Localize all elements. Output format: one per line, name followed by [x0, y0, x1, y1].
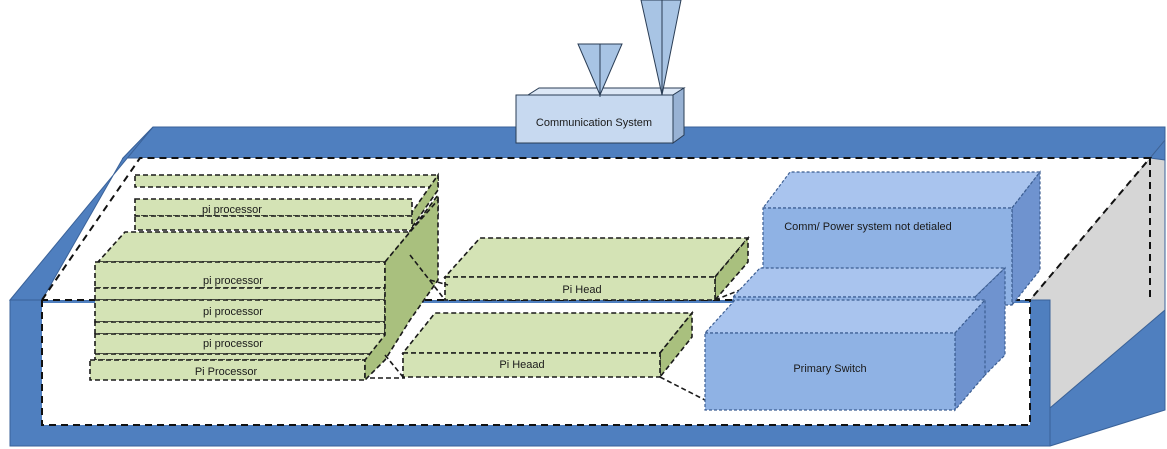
- processor-layer-4: [94, 321, 386, 335]
- primary-switch-top: [703, 299, 987, 334]
- enclosure-dashed-back: [41, 157, 1153, 301]
- pi-head-upper-side: [714, 235, 749, 303]
- processor-label-1: pi processor: [203, 275, 263, 287]
- pi-head-lower-top: [401, 312, 694, 354]
- processor-stack: pi processor pi processor pi processor p…: [89, 172, 439, 382]
- connector-proc-head-upper: [409, 254, 446, 301]
- processor-front-side: [364, 197, 439, 382]
- pi-heads: Pi Head Pi Heaad: [401, 235, 750, 380]
- pi-head-upper-label: Pi Head: [562, 284, 601, 296]
- primary-switch-front: [704, 332, 956, 411]
- processor-label-2: pi processor: [203, 306, 263, 318]
- processor-layer-1: [94, 261, 386, 289]
- processor-back-top: [134, 198, 413, 217]
- pi-head-lower-side: [659, 310, 693, 380]
- processor-back-top-face: [134, 174, 439, 188]
- connector-head-switch: [659, 376, 706, 401]
- connector-proc-head-upper-b: [429, 279, 449, 286]
- pi-head-upper-front: [444, 276, 716, 301]
- primary-switch-label: Primary Switch: [793, 363, 866, 375]
- connectors: [370, 254, 741, 401]
- pi-head-upper-top: [443, 237, 750, 278]
- processor-top-label: pi processor: [202, 204, 262, 216]
- pi-head-lower-front: [402, 352, 661, 378]
- connector-head-power: [714, 289, 741, 301]
- processor-front-top-face: [96, 231, 412, 263]
- antenna-large-icon: [640, 0, 682, 96]
- processor-layer-2: [94, 287, 386, 301]
- comm-box-front: [515, 94, 674, 144]
- processor-label-4: Pi Processor: [195, 366, 258, 378]
- communication-system: Communication System: [515, 0, 686, 144]
- processor-back-mid: [134, 215, 413, 231]
- comm-power-label: Comm/ Power system not detialed: [784, 221, 952, 233]
- processor-back-top-side: [409, 172, 439, 233]
- middle-block-top: [731, 267, 1007, 298]
- pi-head-lower-label: Pi Heaad: [499, 359, 544, 371]
- connector-proc-head-lower: [384, 354, 404, 378]
- comm-power-top: [761, 171, 1042, 209]
- processor-layer-6: [94, 353, 386, 361]
- comm-box-side: [672, 87, 685, 144]
- processor-label-3: pi processor: [203, 338, 263, 350]
- comm-system-label: Communication System: [536, 117, 652, 129]
- blue-modules: Comm/ Power system not detialed Primary …: [703, 170, 1042, 412]
